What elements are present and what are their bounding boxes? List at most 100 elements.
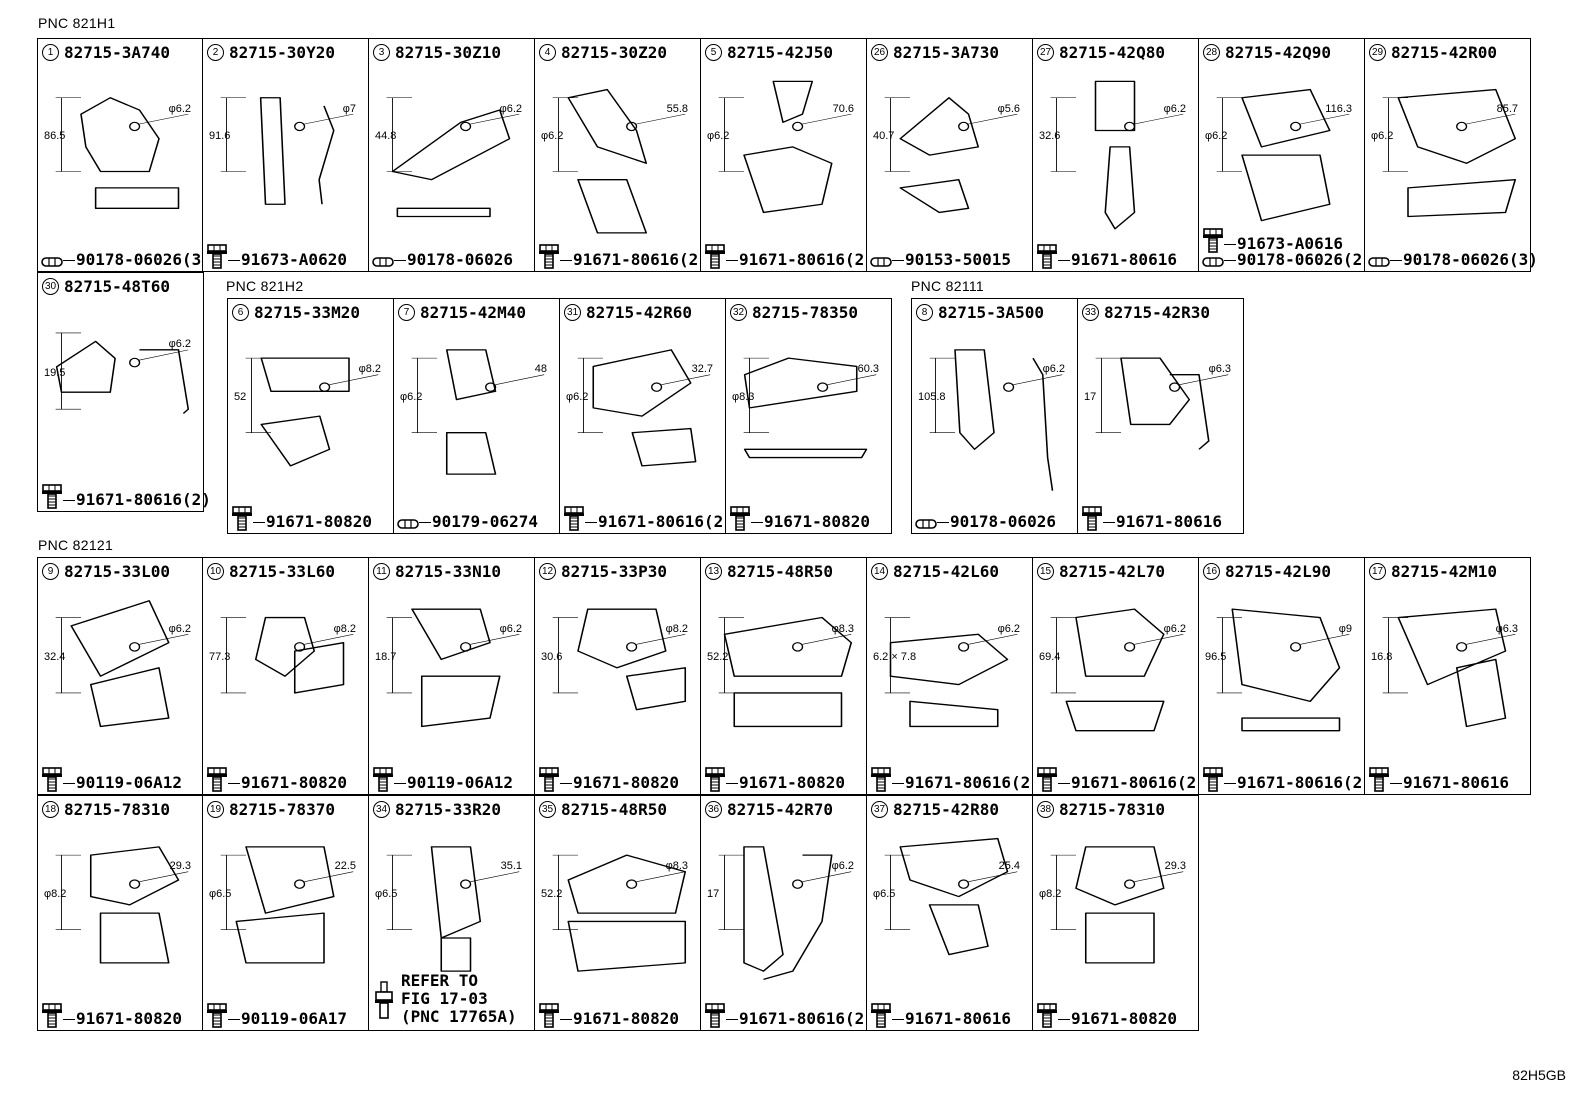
- clip-icon: [870, 255, 892, 269]
- bolt-icon: [1036, 1002, 1058, 1028]
- bracket-drawing: [55, 332, 190, 414]
- part-number: 82715-42L90: [1225, 562, 1331, 581]
- leader-line: [228, 260, 240, 261]
- fastener-number: 91671-80616(2): [905, 773, 1040, 792]
- dimension-label: 29.3: [169, 860, 191, 873]
- dimension-label: 70.6: [832, 102, 854, 115]
- fastener-row: 90178-06026(3): [41, 250, 211, 269]
- fastener-row: 90178-06026: [915, 512, 1056, 531]
- part-number: 82715-78310: [64, 800, 170, 819]
- callout-number: 38: [1037, 801, 1054, 818]
- dimension-label: 16.8: [1371, 650, 1393, 663]
- part-number: 82715-78350: [752, 303, 858, 322]
- callout-number: 17: [1369, 563, 1386, 580]
- leader-line: [1058, 1019, 1070, 1020]
- bracket-drawing: [718, 80, 852, 214]
- leader-line: [63, 500, 75, 501]
- bolt-icon: [538, 1002, 560, 1028]
- fastener-row: 90119-06A17: [206, 1002, 347, 1028]
- callout-number: 15: [1037, 563, 1054, 580]
- fastener-number: 90119-06A12: [407, 773, 513, 792]
- leader-line: [1103, 522, 1115, 523]
- dimension-label: φ6.5: [209, 888, 232, 901]
- bolt-icon: [41, 483, 63, 509]
- fastener-row: 91671-80820: [41, 1002, 182, 1028]
- bracket-drawing: [1050, 846, 1184, 964]
- callout-number: 27: [1037, 44, 1054, 61]
- bracket-drawing: [386, 608, 520, 728]
- part-header: 32 82715-78350: [730, 303, 858, 322]
- fastener-number: 91671-80820: [764, 512, 870, 531]
- dimension-label: 52: [234, 391, 247, 404]
- part-number: 82715-42R80: [893, 800, 999, 819]
- leader-line: [1224, 783, 1236, 784]
- dimension-label: 32.6: [1039, 130, 1061, 143]
- dimension-label: 116.3: [1325, 102, 1352, 115]
- leader-line: [394, 783, 406, 784]
- callout-number: 10: [207, 563, 224, 580]
- dimension-label: φ6.2: [400, 391, 423, 404]
- bracket-drawing: [55, 97, 189, 209]
- bolt-icon: [538, 243, 560, 269]
- dimension-label: φ6.2: [1163, 622, 1186, 635]
- part-number: 82715-78370: [229, 800, 335, 819]
- dimension-label: φ6.3: [1495, 622, 1518, 635]
- fastener-number: 90178-06026: [950, 512, 1056, 531]
- bolt-icon: [729, 505, 751, 531]
- callout-number: 1: [42, 44, 59, 61]
- callout-number: 32: [730, 304, 747, 321]
- leader-line: [1390, 783, 1402, 784]
- part-number: 82715-33R20: [395, 800, 501, 819]
- callout-number: 33: [1082, 304, 1099, 321]
- dimension-label: 105.8: [918, 391, 946, 404]
- dimension-label: φ6.2: [168, 102, 191, 115]
- fastener-number: 91671-80820: [266, 512, 372, 531]
- clip-icon: [1368, 255, 1390, 269]
- fastener-number: 91671-80820: [76, 1009, 182, 1028]
- part-number: 82715-42L60: [893, 562, 999, 581]
- callout-number: 31: [564, 304, 581, 321]
- clip-icon: [1202, 255, 1224, 269]
- bolt-icon: [41, 1002, 63, 1028]
